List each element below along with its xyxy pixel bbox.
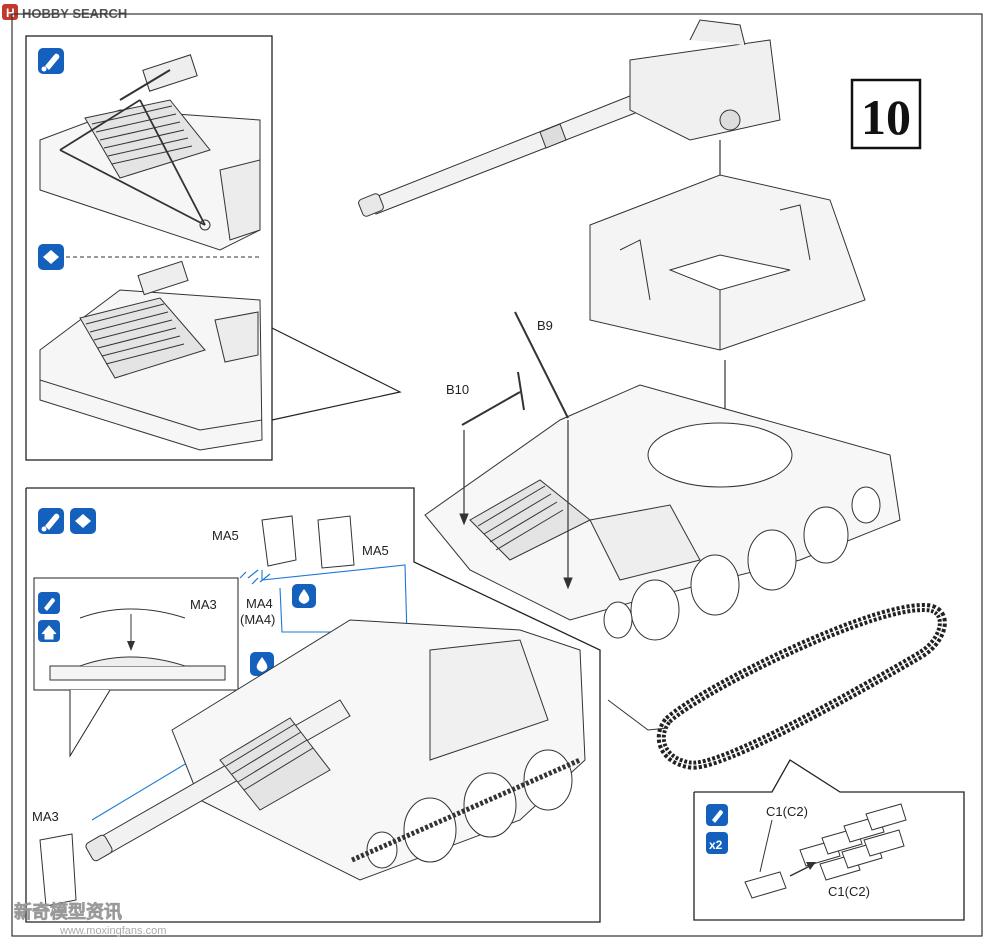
part-label-b9: B9 bbox=[537, 318, 553, 333]
track-detail-inset: x2 C1(C2) C1(C2) bbox=[693, 759, 965, 921]
part-label-c1-top: C1(C2) bbox=[766, 804, 808, 819]
bottom-left-detail-panel: MA5 MA5 MA4 (MA4) bbox=[25, 487, 601, 923]
remove-part-icon-2 bbox=[70, 508, 96, 534]
times-two-label: x2 bbox=[709, 838, 723, 852]
cement-tube-icon-2 bbox=[38, 508, 64, 534]
hobby-search-watermark: H HOBBY SEARCH bbox=[2, 4, 127, 21]
page-border bbox=[11, 13, 983, 937]
cement-tube-icon bbox=[38, 48, 64, 74]
part-label-ma5-left: MA5 bbox=[212, 528, 239, 543]
top-left-detail-inset bbox=[25, 35, 402, 461]
part-label-ma5-right: MA5 bbox=[362, 543, 389, 558]
part-label-ma4-alt: (MA4) bbox=[240, 612, 275, 627]
step-number-box: 10 bbox=[850, 78, 922, 150]
moxingfans-watermark: 新奇模型资讯 www.moxingfans.com bbox=[14, 901, 167, 937]
remove-part-icon bbox=[38, 244, 64, 270]
cement-tube-icon-3 bbox=[38, 592, 60, 614]
part-label-ma4: MA4 bbox=[246, 596, 273, 611]
part-label-c1-bottom: C1(C2) bbox=[828, 884, 870, 899]
ma3-sub-inset: MA3 bbox=[33, 577, 239, 758]
arrow-up-icon bbox=[38, 620, 60, 642]
hobby-search-logo-icon bbox=[2, 4, 18, 20]
step-number: 10 bbox=[861, 89, 911, 145]
track-link-drawing bbox=[656, 603, 947, 770]
watermark-cn: 新奇模型资讯 bbox=[14, 901, 122, 923]
cement-tube-icon-4 bbox=[706, 804, 728, 826]
water-decal-icon-2 bbox=[250, 652, 274, 676]
svg-text:H: H bbox=[6, 6, 15, 20]
part-label-ma3-inset: MA3 bbox=[190, 597, 217, 612]
water-decal-icon bbox=[292, 584, 316, 608]
watermark-url: www.moxingfans.com bbox=[59, 925, 166, 937]
times-two-icon: x2 bbox=[706, 832, 728, 854]
part-label-ma3-main: MA3 bbox=[32, 809, 59, 824]
part-label-b10: B10 bbox=[446, 382, 469, 397]
gun-assembly-drawing bbox=[358, 19, 901, 641]
